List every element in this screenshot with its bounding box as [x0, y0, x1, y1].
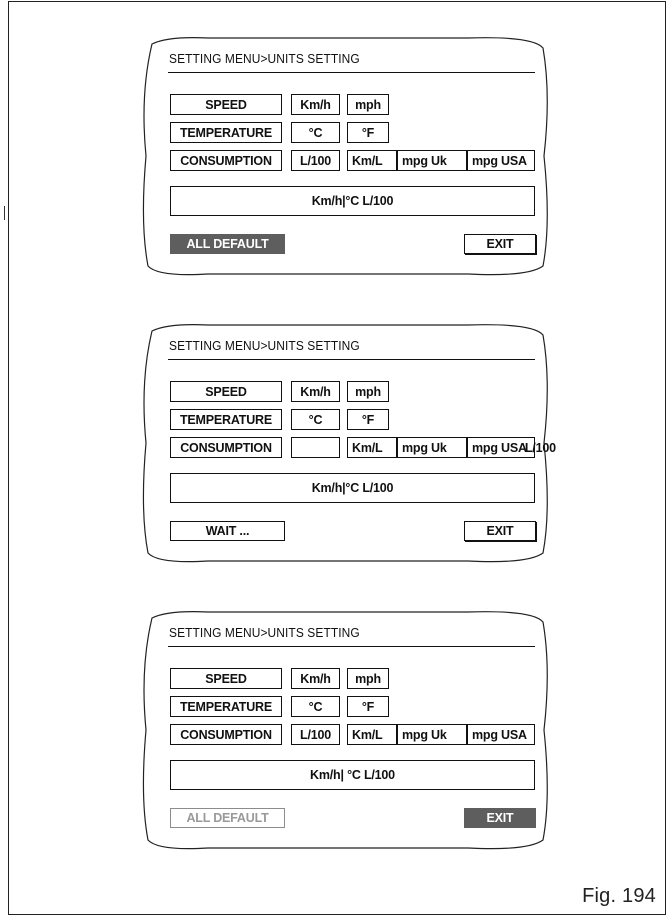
exit-button[interactable]: EXIT	[464, 234, 536, 254]
consumption-option-l100[interactable]: L/100	[291, 150, 340, 171]
temperature-option-fahrenheit[interactable]: °F	[347, 696, 389, 717]
speed-option-mph[interactable]: mph	[347, 668, 389, 689]
consumption-label: CONSUMPTION	[170, 150, 282, 171]
speed-label: SPEED	[170, 381, 282, 402]
units-setting-panel-2: SETTING MENU>UNITS SETTING SPEED Km/h mp…	[138, 321, 556, 566]
consumption-option-mpg-usa[interactable]: mpg USA	[467, 150, 535, 171]
speed-option-mph[interactable]: mph	[347, 94, 389, 115]
figure-label: Fig. 194	[582, 885, 656, 907]
temperature-label: TEMPERATURE	[170, 409, 282, 430]
consumption-option-mpg-uk[interactable]: mpg Uk	[397, 724, 467, 745]
page-title: SETTING MENU>UNITS SETTING	[169, 338, 360, 353]
temperature-label: TEMPERATURE	[170, 696, 282, 717]
page-title: SETTING MENU>UNITS SETTING	[169, 625, 360, 640]
consumption-option-mpg-uk[interactable]: mpg Uk	[397, 150, 467, 171]
panel-outline	[142, 611, 548, 850]
current-units-summary: Km/h| °C L/100	[170, 760, 535, 790]
temperature-option-fahrenheit[interactable]: °F	[347, 122, 389, 143]
panel-outline	[142, 37, 548, 276]
mpg-usa-text: mpg USA	[472, 440, 527, 455]
all-default-button[interactable]: ALL DEFAULT	[170, 234, 285, 254]
speed-label: SPEED	[170, 94, 282, 115]
temperature-option-fahrenheit[interactable]: °F	[347, 409, 389, 430]
consumption-option-kml[interactable]: Km/L	[347, 724, 397, 745]
temperature-option-celsius[interactable]: °C	[291, 696, 340, 717]
exit-button[interactable]: EXIT	[464, 521, 536, 541]
l100-overflow-text: L/100	[524, 440, 556, 455]
consumption-option-empty[interactable]	[291, 437, 340, 458]
consumption-option-kml[interactable]: Km/L	[347, 437, 397, 458]
units-setting-panel-3: SETTING MENU>UNITS SETTING SPEED Km/h mp…	[138, 608, 553, 853]
title-divider	[168, 646, 535, 647]
consumption-label: CONSUMPTION	[170, 724, 282, 745]
figure-frame	[8, 1, 666, 915]
consumption-option-kml[interactable]: Km/L	[347, 150, 397, 171]
consumption-option-l100[interactable]: L/100	[291, 724, 340, 745]
current-units-summary: Km/h|°C L/100	[170, 473, 535, 503]
title-divider	[168, 72, 535, 73]
title-divider	[168, 359, 535, 360]
speed-option-mph[interactable]: mph	[347, 381, 389, 402]
speed-option-kmh[interactable]: Km/h	[291, 381, 340, 402]
temperature-label: TEMPERATURE	[170, 122, 282, 143]
page-title: SETTING MENU>UNITS SETTING	[169, 51, 360, 66]
consumption-option-mpg-uk[interactable]: mpg Uk	[397, 437, 467, 458]
wait-button[interactable]: WAIT ...	[170, 521, 285, 541]
speed-option-kmh[interactable]: Km/h	[291, 668, 340, 689]
units-setting-panel-1: SETTING MENU>UNITS SETTING SPEED Km/h mp…	[138, 34, 553, 279]
speed-label: SPEED	[170, 668, 282, 689]
current-units-summary: Km/h|°C L/100	[170, 186, 535, 216]
consumption-option-mpg-usa[interactable]: mpg USA	[467, 724, 535, 745]
temperature-option-celsius[interactable]: °C	[291, 409, 340, 430]
margin-mark	[4, 206, 5, 220]
exit-button[interactable]: EXIT	[464, 808, 536, 828]
speed-option-kmh[interactable]: Km/h	[291, 94, 340, 115]
temperature-option-celsius[interactable]: °C	[291, 122, 340, 143]
all-default-button[interactable]: ALL DEFAULT	[170, 808, 285, 828]
consumption-label: CONSUMPTION	[170, 437, 282, 458]
panel-outline	[142, 324, 548, 563]
